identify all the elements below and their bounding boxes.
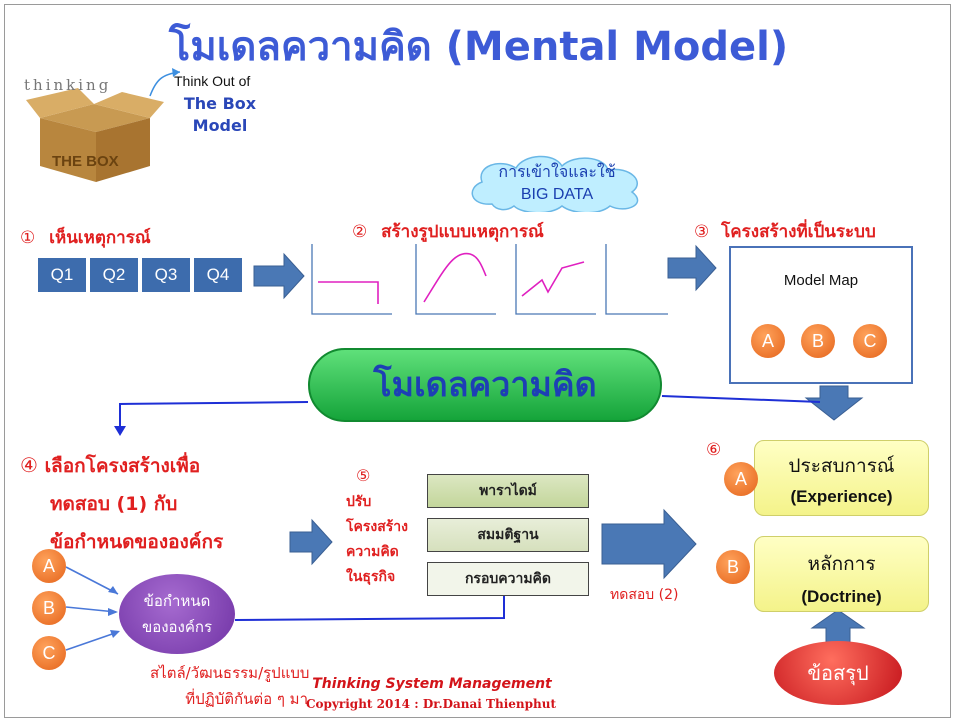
stack-assumption: สมมติฐาน bbox=[427, 518, 589, 552]
test2-label: ทดสอบ (2) bbox=[610, 587, 679, 603]
box-word: THE BOX bbox=[52, 153, 119, 170]
experience-english: (Experience) bbox=[790, 487, 893, 506]
step4-label: ④ เลือกโครงสร้างเพื่อ ทดสอบ (1) กับ ข้อก… bbox=[20, 446, 223, 561]
footer-line2: Copyright 2014 : Dr.Danai Thienphut bbox=[306, 697, 556, 711]
pill-left-connector bbox=[119, 401, 309, 428]
org-oval-line2: ขององค์กร bbox=[141, 618, 213, 636]
mini-chart-zigzag-axes bbox=[515, 244, 596, 315]
cloud-line2: BIG DATA bbox=[520, 186, 594, 203]
arrow-down-modelmap bbox=[804, 385, 864, 421]
page-title: โมเดลความคิด (Mental Model) bbox=[0, 14, 957, 78]
step2-label: ② สร้างรูปแบบเหตุการณ์ bbox=[352, 218, 544, 245]
step4-line3: ข้อกำหนดขององค์กร bbox=[50, 531, 224, 553]
box-icon: THE BOX thinking bbox=[24, 76, 164, 182]
conclusion-oval: ข้อสรุป bbox=[774, 641, 902, 705]
cloud-shape bbox=[471, 155, 639, 212]
arrow-right-2 bbox=[667, 244, 717, 292]
cloud-text: การเข้าใจและใช้ BIG DATA bbox=[462, 162, 652, 206]
step5-number: ⑤ bbox=[356, 466, 371, 485]
org-node-c: C bbox=[32, 636, 66, 670]
step3-label: ③ โครงสร้างที่เป็นระบบ bbox=[694, 218, 876, 245]
box-logo: THE BOX thinking bbox=[18, 66, 168, 186]
mini-chart-curve-line bbox=[423, 252, 487, 303]
cloud-line1: การเข้าใจและใช้ bbox=[498, 164, 616, 181]
org-caption-line1: สไตล์/วัฒนธรรม/รูปแบบ bbox=[150, 664, 310, 682]
doctrine-thai: หลักการ bbox=[807, 553, 876, 575]
step1-number: ① bbox=[20, 228, 36, 248]
step4-line2: ทดสอบ (1) กับ bbox=[50, 493, 178, 515]
org-node-a: A bbox=[32, 549, 66, 583]
step4-number: ④ bbox=[20, 453, 38, 477]
org-caption: สไตล์/วัฒนธรรม/รูปแบบ ที่ปฏิบัติกันต่อ ๆ… bbox=[150, 660, 310, 712]
org-node-b: B bbox=[32, 591, 66, 625]
quarter-box-q1: Q1 bbox=[38, 258, 86, 292]
title-english: (Mental Model) bbox=[445, 24, 789, 70]
experience-badge: A bbox=[724, 462, 758, 496]
org-arrow-b bbox=[65, 606, 117, 613]
step5-line3: ความคิด bbox=[346, 544, 399, 560]
arrow-right-3 bbox=[289, 518, 333, 566]
quarter-box-q2: Q2 bbox=[90, 258, 138, 292]
stack-framework: กรอบความคิด bbox=[427, 562, 589, 596]
step5-line2: โครงสร้าง bbox=[346, 519, 409, 535]
doctrine-badge: B bbox=[716, 550, 750, 584]
mini-chart-empty-axes bbox=[605, 244, 668, 315]
mini-chart-zigzag-line bbox=[521, 261, 585, 297]
arrow-right-1 bbox=[253, 252, 305, 300]
model-map-node-b: B bbox=[801, 324, 835, 358]
org-requirements-oval: ข้อกำหนด ขององค์กร bbox=[119, 574, 235, 654]
experience-thai: ประสบการณ์ bbox=[788, 455, 895, 477]
step5-label: ปรับ โครงสร้าง ความคิด ในธุรกิจ bbox=[346, 490, 408, 590]
org-arrow-c bbox=[65, 631, 119, 651]
box-caption-line1: Think Out of bbox=[174, 73, 251, 89]
stack-paradigm: พาราไดม์ bbox=[427, 474, 589, 508]
step1-label: ① เห็นเหตุการณ์ bbox=[20, 224, 151, 251]
step5-line1: ปรับ bbox=[346, 494, 372, 510]
arrow-up-conclusion bbox=[810, 609, 866, 643]
org-oval-line1: ข้อกำหนด bbox=[143, 592, 211, 610]
step4-text-1: เลือกโครงสร้างเพื่อ bbox=[44, 455, 201, 477]
model-map-box: Model Map A B C bbox=[729, 246, 913, 384]
pill-right-connector bbox=[661, 395, 821, 403]
experience-box: ประสบการณ์ (Experience) bbox=[754, 440, 929, 516]
org-caption-line2: ที่ปฏิบัติกันต่อ ๆ มา bbox=[185, 690, 308, 708]
step1-text: เห็นเหตุการณ์ bbox=[49, 228, 151, 248]
step6-number: ⑥ bbox=[706, 440, 722, 460]
model-map-label: Model Map bbox=[783, 272, 859, 289]
box-caption-line2: The Box bbox=[183, 94, 257, 113]
step3-text: โครงสร้างที่เป็นระบบ bbox=[721, 222, 876, 242]
model-map-node-c: C bbox=[853, 324, 887, 358]
step5-line4: ในธุรกิจ bbox=[346, 569, 396, 585]
slide-frame bbox=[4, 4, 951, 718]
org-arrow-a bbox=[65, 566, 119, 595]
mental-model-pill: โมเดลความคิด bbox=[308, 348, 662, 422]
box-caption-line3: Model bbox=[192, 116, 248, 135]
doctrine-english: (Doctrine) bbox=[801, 587, 882, 606]
org-to-frame-connector bbox=[234, 594, 505, 621]
model-map-node-a: A bbox=[751, 324, 785, 358]
step4-line1: ④ เลือกโครงสร้างเพื่อ bbox=[20, 446, 223, 485]
thinking-word: thinking bbox=[24, 76, 111, 94]
title-thai: โมเดลความคิด bbox=[168, 24, 432, 70]
arrow-right-4 bbox=[601, 508, 697, 580]
mini-chart-curve-axes bbox=[415, 244, 496, 315]
doctrine-box: หลักการ (Doctrine) bbox=[754, 536, 929, 612]
step2-text: สร้างรูปแบบเหตุการณ์ bbox=[381, 222, 544, 242]
quarter-box-q4: Q4 bbox=[194, 258, 242, 292]
footer-line1: Thinking System Management bbox=[312, 676, 552, 692]
quarter-box-q3: Q3 bbox=[142, 258, 190, 292]
mini-chart-flat-line bbox=[318, 281, 379, 304]
mini-chart-flat bbox=[311, 244, 392, 315]
step3-number: ③ bbox=[694, 222, 710, 242]
step2-number: ② bbox=[352, 222, 368, 242]
